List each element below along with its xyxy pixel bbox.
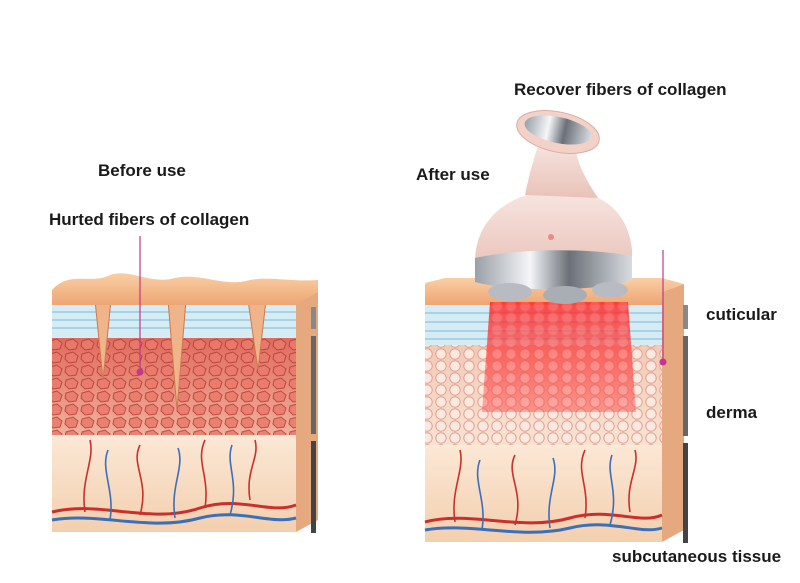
hurted-fibers-label: Hurted fibers of collagen bbox=[49, 210, 250, 229]
layer-brackets bbox=[311, 305, 688, 543]
after-use-label: After use bbox=[416, 165, 490, 184]
skin-block-before bbox=[51, 236, 318, 532]
skin-block-after bbox=[424, 250, 684, 542]
derma-label: derma bbox=[706, 403, 758, 422]
subcutaneous-tissue-label: subcutaneous tissue bbox=[612, 547, 782, 566]
recover-fibers-label: Recover fibers of collagen bbox=[514, 80, 727, 99]
massager-device bbox=[475, 110, 632, 304]
cuticular-label: cuticular bbox=[706, 305, 777, 324]
before-use-label: Before use bbox=[98, 161, 186, 180]
